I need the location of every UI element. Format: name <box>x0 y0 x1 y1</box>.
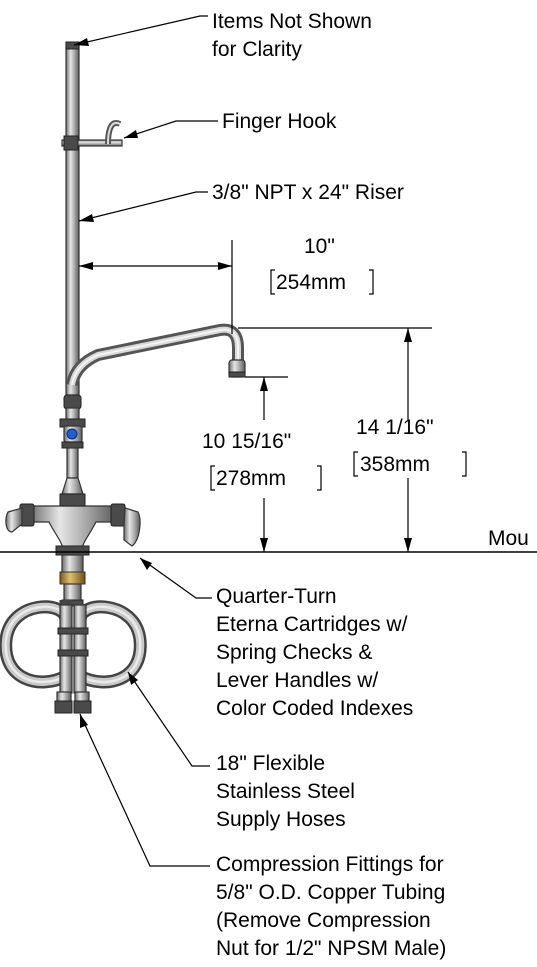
hoses-line-2: Stainless Steel <box>216 780 355 803</box>
callout-cartridges: Quarter-Turn Eterna Cartridges w/ Spring… <box>139 557 413 720</box>
spout-height-metric: 278mm <box>216 467 286 490</box>
callout-fittings: Compression Fittings for 5/8" O.D. Coppe… <box>79 713 446 960</box>
items-not-shown-line-2: for Clarity <box>212 38 302 61</box>
dimension-spout-height: 10 15/16" 278mm <box>202 376 322 552</box>
reach-imperial: 10" <box>304 235 335 258</box>
cartridges-line-1: Quarter-Turn <box>216 585 337 608</box>
overall-height-imperial: 14 1/16" <box>356 416 434 439</box>
color-index-icon <box>66 428 78 440</box>
hoses-line-1: 18" Flexible <box>216 752 325 775</box>
callout-riser: 3/8" NPT x 24" Riser <box>78 181 404 222</box>
dimension-reach: 10" 254mm <box>79 235 374 334</box>
right-lever-handle <box>123 507 141 547</box>
items-not-shown-line-1: Items Not Shown <box>212 10 372 33</box>
cartridges-line-3: Spring Checks & <box>216 641 372 664</box>
finger-hook <box>61 120 123 151</box>
supply-hoses <box>0 600 147 694</box>
cartridges-line-2: Eterna Cartridges w/ <box>216 613 408 636</box>
brass-lock-nut <box>59 571 86 585</box>
mounting-surface-label: Mou <box>488 527 529 550</box>
mixing-body <box>5 493 141 556</box>
riser-cap <box>65 41 80 50</box>
riser-label: 3/8" NPT x 24" Riser <box>212 181 404 204</box>
finger-hook-label: Finger Hook <box>222 110 337 133</box>
fittings-line-4: Nut for 1/2" NPSM Male) <box>216 937 446 960</box>
faucet <box>0 41 246 714</box>
riser-pipe <box>65 44 80 396</box>
hoses-line-3: Supply Hoses <box>216 808 346 831</box>
overall-height-metric: 358mm <box>360 453 430 476</box>
cartridges-line-4: Lever Handles w/ <box>216 669 378 692</box>
cartridges-line-5: Color Coded Indexes <box>216 697 413 720</box>
spout-height-imperial: 10 15/16" <box>202 430 291 453</box>
compression-fittings <box>54 691 92 714</box>
dimension-overall-height: 14 1/16" 358mm <box>238 327 467 552</box>
shank-assembly <box>59 554 86 607</box>
swivel-assembly <box>59 394 86 495</box>
reach-metric: 254mm <box>276 271 346 294</box>
callout-items-not-shown: Items Not Shown for Clarity <box>73 10 372 61</box>
spout <box>66 323 246 387</box>
fittings-line-1: Compression Fittings for <box>216 853 444 876</box>
left-lever-handle <box>5 507 23 533</box>
callout-hoses: 18" Flexible Stainless Steel Supply Hose… <box>127 671 355 831</box>
fittings-line-2: 5/8" O.D. Copper Tubing <box>216 881 445 904</box>
fittings-line-3: (Remove Compression <box>216 909 431 932</box>
callout-finger-hook: Finger Hook <box>123 110 337 139</box>
